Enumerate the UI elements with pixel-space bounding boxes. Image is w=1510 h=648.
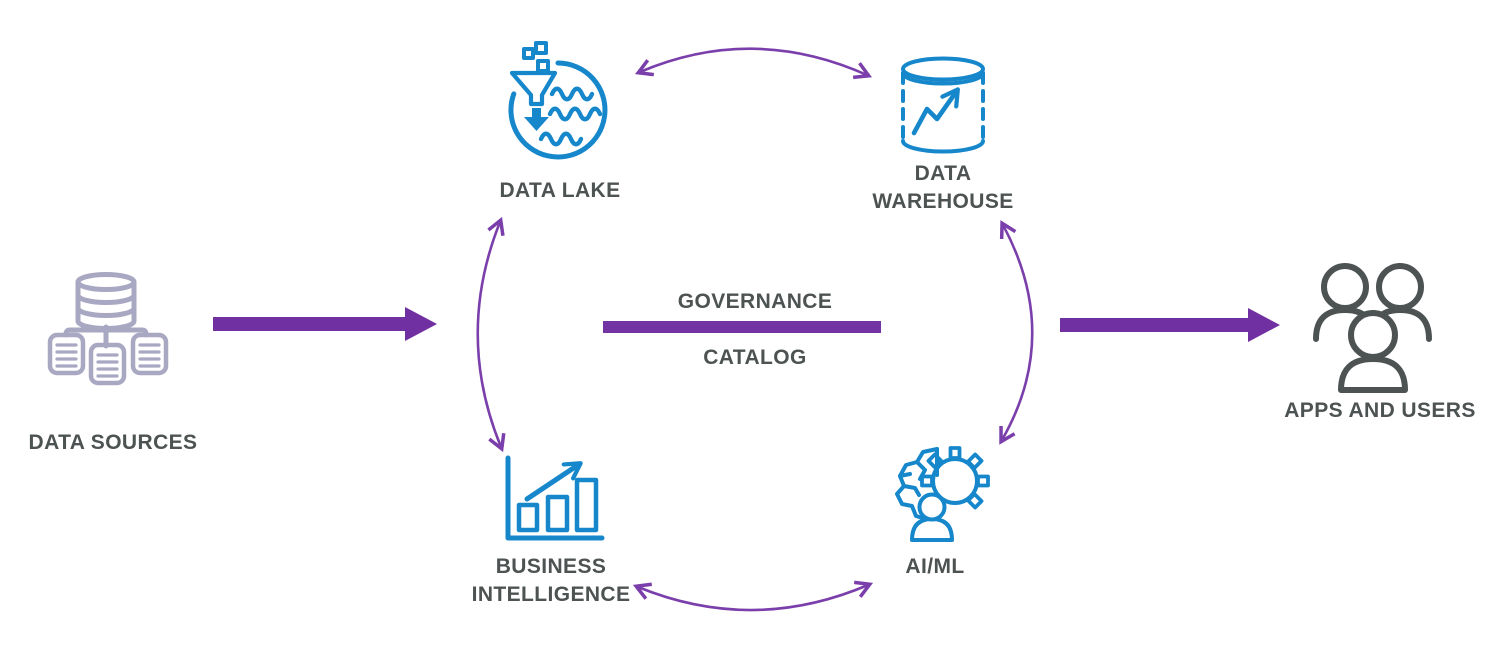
business-intelligence-label: BUSINESS INTELLIGENCE — [471, 555, 631, 606]
database-documents-icon — [45, 266, 171, 388]
data-sources-label: DATA SOURCES — [28, 431, 198, 454]
bar-chart-arrow-icon — [502, 452, 606, 544]
database-trend-chart-icon — [898, 55, 988, 157]
curve-arrow-lake-warehouse — [634, 47, 873, 80]
apps-and-users-label: APPS AND USERS — [1284, 399, 1476, 422]
governance-label: GOVERNANCE — [677, 290, 833, 313]
governance-catalog-bar — [603, 321, 881, 333]
funnel-water-icon — [505, 40, 615, 166]
brain-gear-person-icon — [885, 443, 990, 548]
ai-ml-label: AI/ML — [905, 555, 965, 578]
user-group-icon — [1308, 262, 1438, 394]
flow-arrow-sources-to-platform — [213, 307, 437, 341]
curve-arrow-lake-bi — [476, 216, 506, 453]
curve-arrow-warehouse-aiml — [999, 220, 1034, 445]
flow-arrow-platform-to-users — [1060, 308, 1280, 342]
curve-arrow-bi-aiml — [632, 580, 874, 612]
data-lake-label: DATA LAKE — [499, 179, 621, 202]
data-warehouse-label: DATA WAREHOUSE — [872, 162, 1014, 213]
catalog-label: CATALOG — [703, 346, 807, 369]
